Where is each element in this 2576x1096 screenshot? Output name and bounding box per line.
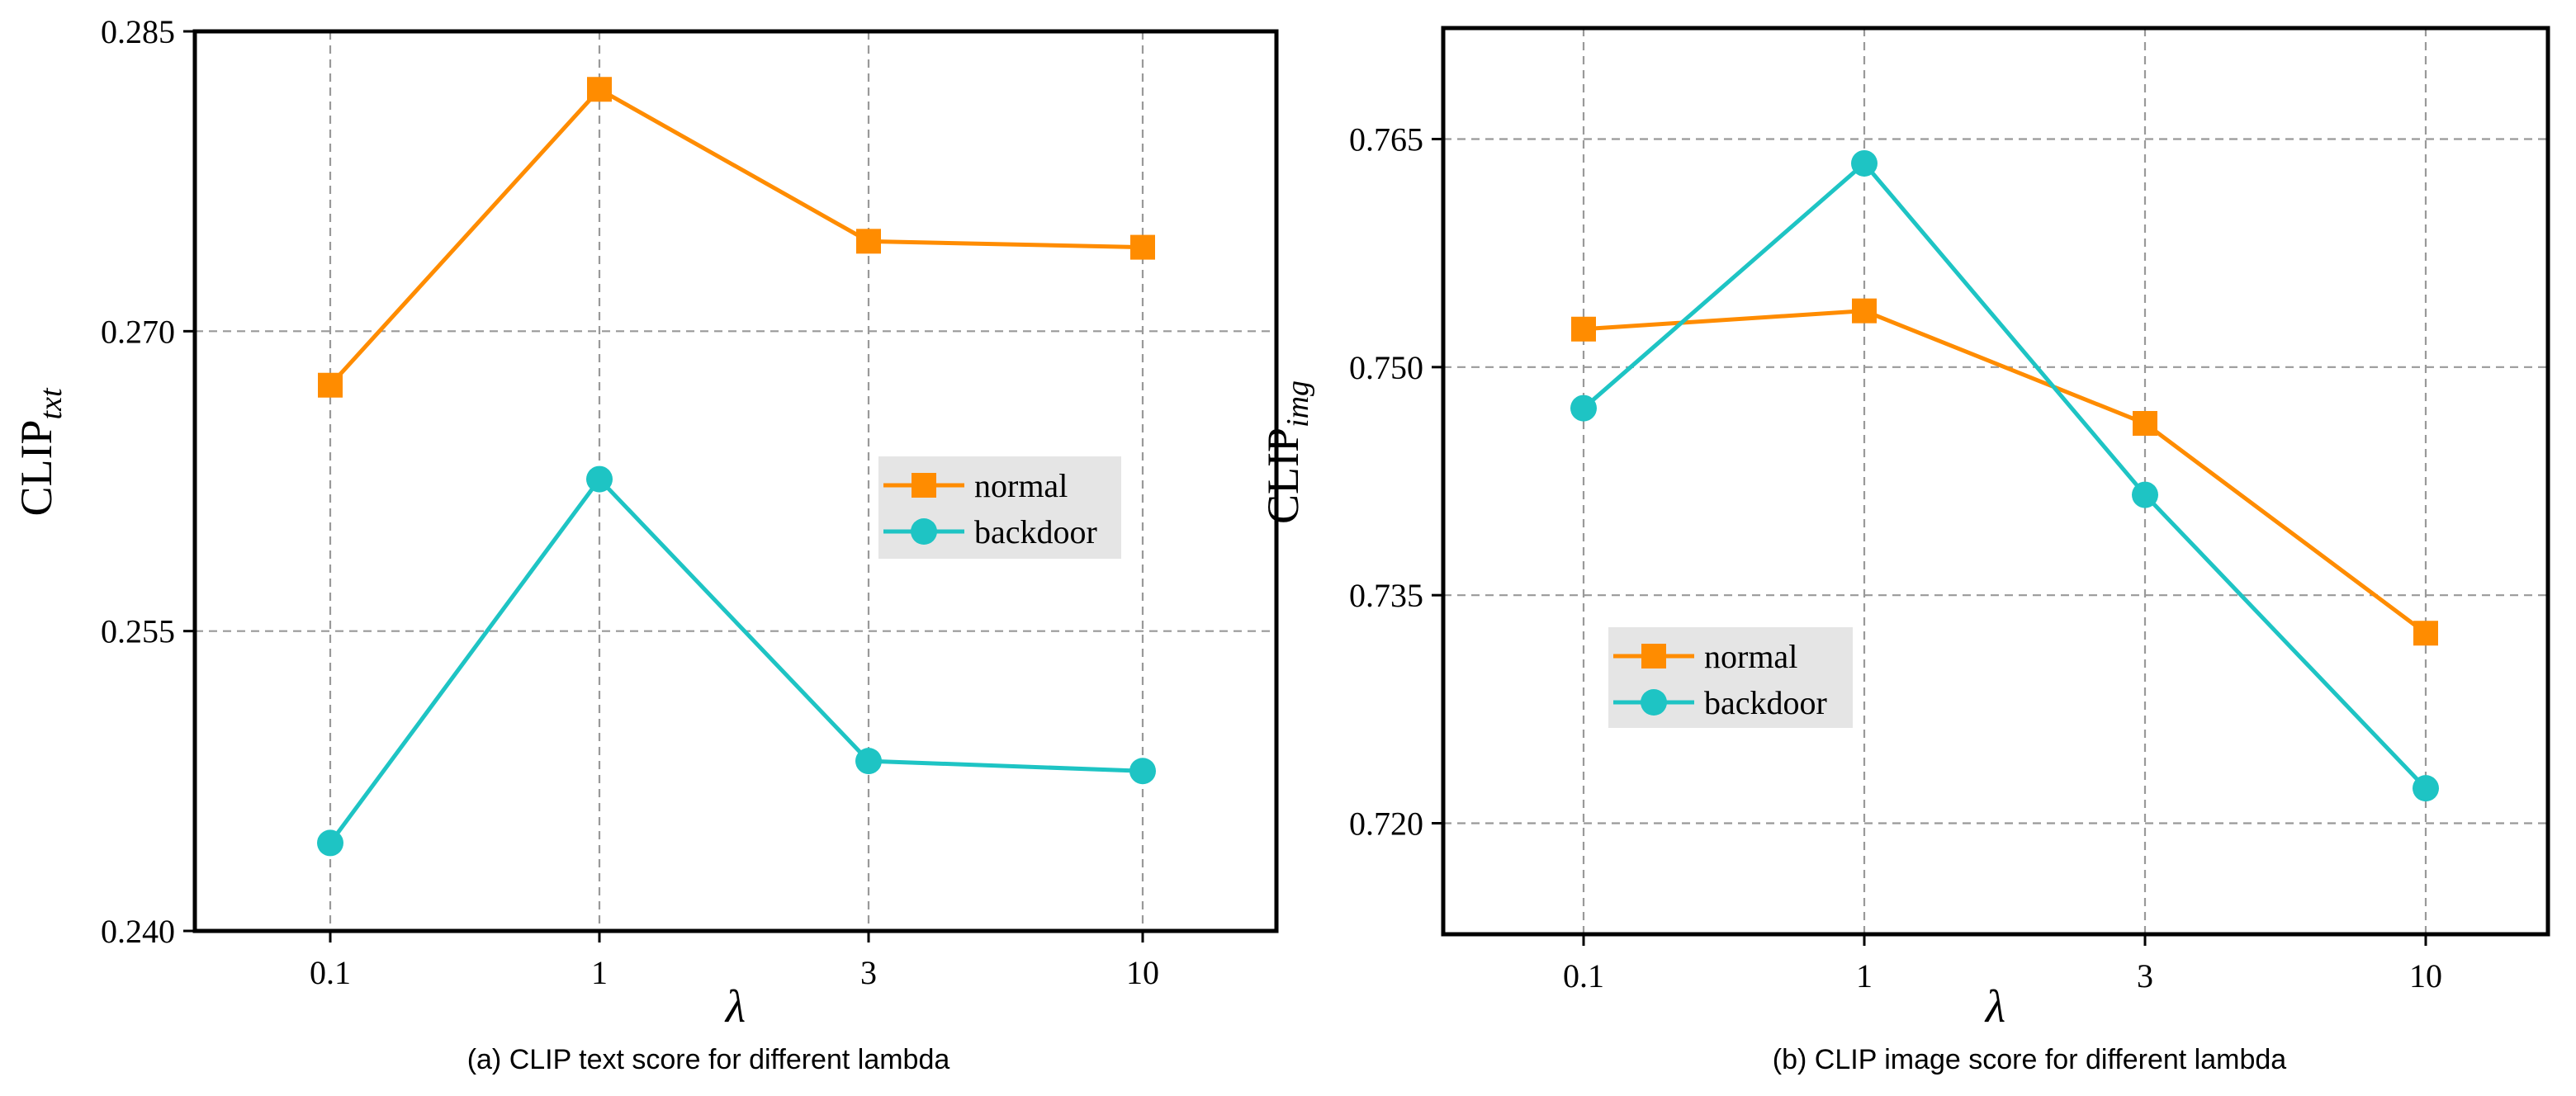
x-tick-label: 10 <box>1126 954 1159 991</box>
data-point-backdoor <box>855 748 882 775</box>
data-point-normal <box>856 229 881 254</box>
series-line-normal <box>1583 309 2427 635</box>
legend-marker-normal <box>1641 644 1666 668</box>
data-point-normal <box>587 77 612 102</box>
chart-panel-b: 0.1 1 3 10 0.720 0.735 0.750 0.765 normal backdoo… <box>1258 26 2550 1075</box>
y-tick-label: 0.750 <box>1349 349 1423 386</box>
data-point-normal <box>1852 298 1877 324</box>
data-point-normal <box>1571 316 1596 342</box>
data-point-normal <box>2413 621 2438 646</box>
legend-marker-backdoor <box>911 518 937 545</box>
y-tick-label: 0.285 <box>101 13 175 50</box>
data-point-backdoor <box>2132 481 2158 508</box>
legend-marker-normal <box>912 473 936 498</box>
plot-frame <box>1441 26 2550 937</box>
y-tick-label: 0.270 <box>101 313 175 350</box>
y-tick-label: 0.765 <box>1349 120 1423 158</box>
x-tick-label: 1 <box>1856 957 1873 994</box>
y-tick-label: 0.720 <box>1349 805 1423 843</box>
chart-panel-a: 0.1 1 3 10 0.240 0.255 0.270 0.285 normal backdoo… <box>12 13 1279 1075</box>
data-point-backdoor <box>1570 394 1597 422</box>
y-axis-label-main: CLIP <box>1258 428 1308 524</box>
legend-label-backdoor: backdoor <box>1704 684 1827 721</box>
legend-label-backdoor: backdoor <box>974 513 1097 550</box>
y-tick-label: 0.240 <box>101 913 175 950</box>
x-tick-label: 3 <box>860 954 877 991</box>
chart-caption: (a) CLIP text score for different lambda <box>467 1044 950 1075</box>
x-tick-label: 0.1 <box>1563 957 1604 994</box>
x-axis-label: λ <box>724 981 746 1032</box>
y-axis-label-main: CLIP <box>12 419 61 516</box>
series-line-backdoor <box>328 475 1144 844</box>
data-point-normal <box>2133 410 2157 436</box>
data-point-backdoor <box>2413 775 2439 802</box>
y-tick-label: 0.735 <box>1349 577 1423 614</box>
data-point-backdoor <box>586 465 613 493</box>
data-point-normal <box>1130 234 1155 260</box>
y-axis-label: CLIPimg <box>1258 380 1315 524</box>
data-point-backdoor <box>1851 149 1878 177</box>
y-axis-label: CLIPtxt <box>12 387 69 516</box>
x-axis-label: λ <box>1984 981 2005 1032</box>
legend: normal backdoor <box>878 456 1121 559</box>
x-tick-label: 0.1 <box>310 954 351 991</box>
legend: normal backdoor <box>1608 627 1853 728</box>
x-tick-label: 1 <box>591 954 608 991</box>
legend-label-normal: normal <box>974 467 1068 504</box>
y-axis-label-sub: txt <box>34 387 69 419</box>
y-tick-label: 0.255 <box>101 613 175 650</box>
plot-frame <box>192 29 1279 933</box>
data-point-normal <box>318 372 343 398</box>
legend-label-normal: normal <box>1704 638 1797 675</box>
data-point-backdoor <box>317 829 343 857</box>
chart-caption: (b) CLIP image score for different lambd… <box>1773 1044 2286 1075</box>
series-line-backdoor <box>1582 160 2427 790</box>
series-line-normal <box>329 87 1144 387</box>
x-tick-label: 3 <box>2137 957 2153 994</box>
y-axis-label-sub: img <box>1281 380 1315 428</box>
x-tick-label: 10 <box>2409 957 2442 994</box>
legend-marker-backdoor <box>1641 689 1667 716</box>
data-point-backdoor <box>1129 758 1156 785</box>
